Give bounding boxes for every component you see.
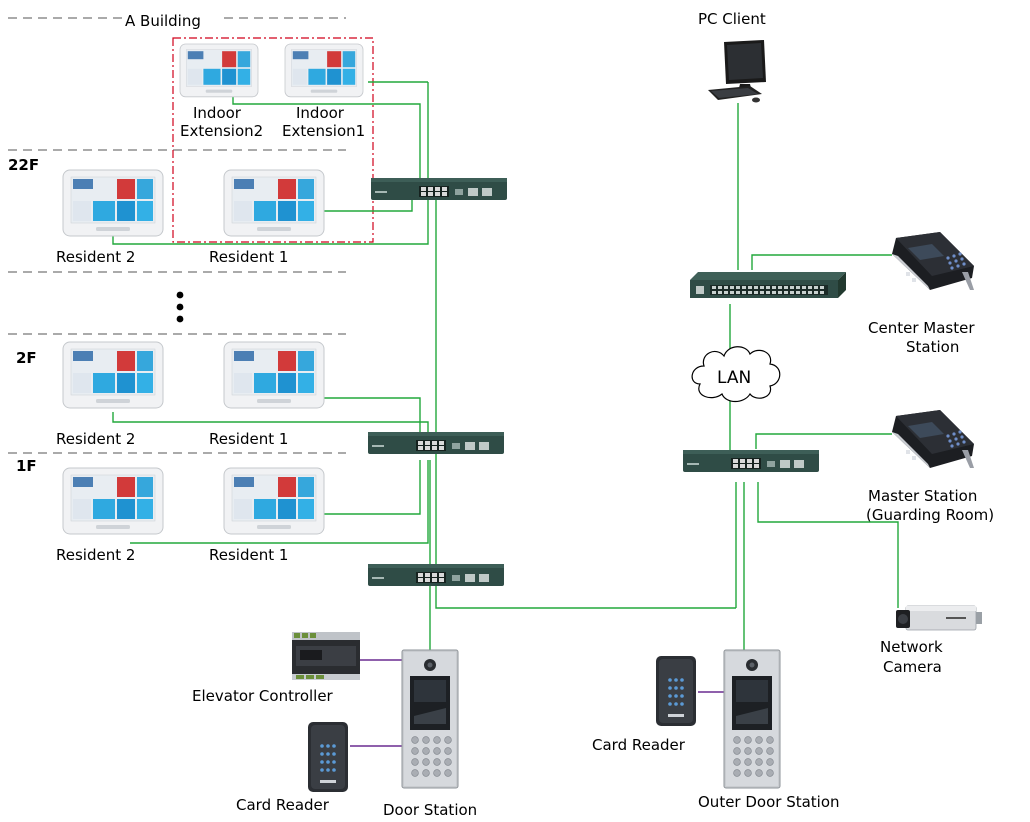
core-switch-icon bbox=[690, 272, 846, 298]
switch-guard-room-icon bbox=[683, 450, 819, 472]
resident-2-2f-icon bbox=[62, 341, 164, 409]
resident-1-2f-label: Resident 1 bbox=[209, 430, 288, 448]
indoor-extension1-label-line2: Extension1 bbox=[282, 122, 365, 140]
door-station-icon bbox=[401, 649, 459, 789]
floor-1f-label: 1F bbox=[16, 457, 37, 475]
resident-2-22f-icon bbox=[62, 169, 164, 237]
resident-1-2f-icon bbox=[223, 341, 325, 409]
link-ext2-switch bbox=[232, 97, 421, 184]
link-core-center-master bbox=[751, 254, 892, 270]
center-master-station-label-line2: Station bbox=[906, 338, 959, 356]
center-master-station-icon bbox=[892, 232, 974, 290]
floor-22f-label: 22F bbox=[8, 156, 39, 174]
center-master-station-label-line1: Center Master bbox=[868, 319, 975, 337]
indoor-extension2-icon bbox=[179, 43, 259, 98]
ellipsis-dot bbox=[176, 291, 184, 299]
lan-cloud-icon: LAN bbox=[691, 346, 781, 403]
ellipsis-dot bbox=[176, 303, 184, 311]
resident-1-1f-label: Resident 1 bbox=[209, 546, 288, 564]
labels: A Building PC Client Indoor Extension2 I… bbox=[8, 10, 994, 819]
pc-client-label: PC Client bbox=[698, 10, 766, 28]
outer-door-station-icon bbox=[723, 649, 781, 789]
ellipsis-dot bbox=[176, 315, 184, 323]
network-camera-label-line1: Network bbox=[880, 638, 943, 656]
master-station-label-line2: (Guarding Room) bbox=[866, 506, 994, 524]
resident-2-2f-label: Resident 2 bbox=[56, 430, 135, 448]
switch-22f-icon bbox=[371, 178, 507, 200]
indoor-extension2-label-line2: Extension2 bbox=[180, 122, 263, 140]
indoor-extension1-label-line1: Indoor bbox=[296, 104, 345, 122]
link-22f-r1 bbox=[322, 198, 413, 212]
building-title: A Building bbox=[125, 12, 201, 30]
resident-1-22f-label: Resident 1 bbox=[209, 248, 288, 266]
link-switch-camera bbox=[757, 482, 899, 608]
card-reader-building-icon bbox=[308, 722, 348, 792]
floor-2f-label: 2F bbox=[16, 349, 37, 367]
indoor-group-border bbox=[172, 37, 374, 243]
link-2f-r1 bbox=[322, 397, 421, 446]
pc-client-icon bbox=[708, 40, 766, 103]
card-reader-building-label: Card Reader bbox=[236, 796, 330, 814]
network-camera-icon bbox=[896, 605, 982, 631]
floor-separators bbox=[8, 17, 346, 454]
master-station-label-line1: Master Station bbox=[868, 487, 977, 505]
floor-ellipsis bbox=[176, 291, 184, 323]
resident-1-1f-icon bbox=[223, 467, 325, 535]
network-camera-label-line2: Camera bbox=[883, 658, 942, 676]
resident-2-1f-label: Resident 2 bbox=[56, 546, 135, 564]
card-reader-outer-label: Card Reader bbox=[592, 736, 686, 754]
resident-2-22f-label: Resident 2 bbox=[56, 248, 135, 266]
resident-1-22f-icon bbox=[223, 169, 325, 237]
elevator-controller-label: Elevator Controller bbox=[192, 687, 334, 705]
switch-bottom-icon bbox=[368, 564, 504, 586]
lan-label: LAN bbox=[717, 368, 751, 388]
link-1f-r2 bbox=[130, 460, 429, 544]
indoor-extension2-label-line1: Indoor bbox=[193, 104, 242, 122]
link-22f-switch-master bbox=[435, 198, 736, 609]
door-station-label: Door Station bbox=[383, 801, 477, 819]
master-station-guard-room-icon bbox=[892, 410, 974, 468]
link-switch-master bbox=[755, 433, 892, 449]
link-22f-r2 bbox=[112, 198, 429, 245]
resident-2-1f-icon bbox=[62, 467, 164, 535]
rs485-links bbox=[350, 659, 724, 747]
switch-1f-icon bbox=[368, 432, 504, 454]
link-1f-r1 bbox=[322, 460, 421, 515]
indoor-extension1-icon bbox=[284, 43, 364, 98]
outer-door-station-label: Outer Door Station bbox=[698, 793, 840, 811]
elevator-controller-icon bbox=[292, 632, 360, 680]
card-reader-outer-icon bbox=[656, 656, 696, 726]
network-links bbox=[112, 81, 899, 650]
